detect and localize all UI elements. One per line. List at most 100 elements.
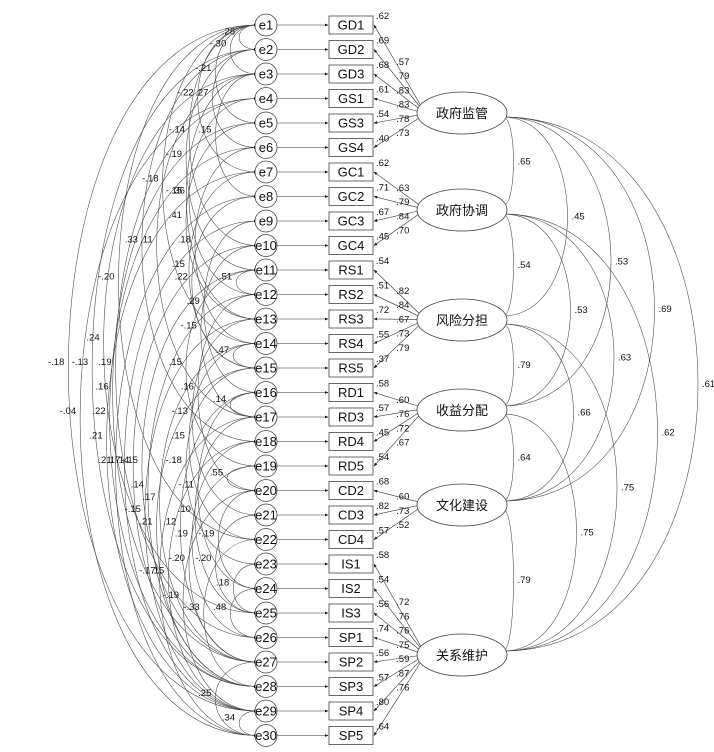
error-covariance-label: .15 [151, 565, 164, 576]
error-covariance-arc [79, 97, 258, 737]
loading-label: .67 [396, 314, 409, 325]
error-label: e11 [256, 263, 277, 278]
error-covariance-arc [141, 48, 258, 443]
indicator-box [328, 162, 374, 182]
error-covariance-arc [197, 23, 258, 174]
loading-label: .79 [396, 343, 409, 354]
indicator-label: CD2 [338, 483, 364, 498]
latent-correlation-label: .75 [621, 483, 634, 494]
latent-correlation-arc [502, 507, 514, 653]
error-covariance-arc [236, 268, 258, 296]
loading-label: .84 [396, 300, 409, 311]
error-label: e21 [255, 508, 277, 523]
loading-label: .45 [376, 428, 389, 439]
indicator-box [328, 505, 374, 525]
indicator-box [328, 407, 374, 427]
error-covariance-arc [215, 23, 258, 125]
loading-label: .72 [376, 305, 389, 316]
loading-label: .59 [396, 654, 409, 665]
error-covariance-label: -.20 [98, 271, 114, 282]
error-covariance-label: .19 [175, 529, 188, 540]
latent-correlation-label: .79 [518, 360, 531, 371]
latent-correlation-label: .62 [662, 428, 675, 439]
loading-label: .82 [396, 286, 409, 297]
loading-path [373, 73, 424, 113]
error-node [254, 307, 278, 331]
error-covariance-label: .15 [169, 357, 182, 368]
loading-label: .51 [376, 281, 389, 292]
loading-label: .76 [396, 682, 409, 693]
indicator-label: IS1 [341, 557, 361, 572]
error-label: e28 [255, 679, 277, 694]
indicator-label: RS3 [338, 312, 363, 327]
loading-label: .80 [376, 697, 389, 708]
latent-correlation-label: .45 [572, 212, 585, 223]
loading-label: .75 [396, 640, 409, 651]
latent-ellipse [416, 483, 508, 527]
indicator-box [328, 64, 374, 84]
error-node [254, 258, 278, 282]
indicator-label: SP1 [339, 630, 364, 645]
error-covariance-label: -.15 [180, 320, 196, 331]
loading-label: .78 [396, 114, 409, 125]
error-label: e6 [259, 140, 273, 155]
error-covariance-arc [229, 391, 258, 419]
error-node [254, 430, 278, 453]
error-label: e18 [255, 434, 277, 449]
latent-ellipse [416, 633, 508, 677]
loading-label: .62 [376, 158, 389, 169]
error-covariance-arc [185, 48, 258, 272]
loading-path [373, 321, 424, 369]
loading-label: .87 [396, 668, 409, 679]
latent-correlation-label: .54 [518, 260, 531, 271]
latent-correlation-arc [502, 322, 514, 408]
latent-correlation-label: .75 [581, 528, 594, 539]
indicator-box [328, 358, 374, 378]
error-covariance-label: -.04 [60, 406, 76, 417]
indicator-label: IS2 [341, 581, 361, 596]
indicator-label: GC2 [338, 189, 365, 204]
error-node [254, 38, 278, 61]
loading-label: .58 [376, 550, 389, 561]
indicator-box [328, 554, 374, 574]
latent-label: 政府协调 [436, 203, 488, 218]
indicator-label: GS4 [338, 140, 364, 155]
indicator-label: SP5 [339, 728, 364, 743]
indicator-label: RS5 [338, 361, 363, 376]
loading-path [373, 655, 424, 687]
latent-label: 政府监管 [436, 106, 488, 121]
error-label: e12 [255, 287, 277, 302]
error-covariance-arc [159, 342, 258, 664]
error-covariance-label: .55 [210, 467, 223, 478]
error-covariance-label: -.20 [169, 553, 185, 564]
error-covariance-label: .14 [116, 455, 129, 466]
error-covariance-arc [203, 219, 258, 394]
error-covariance-arc [233, 562, 258, 615]
error-covariance-label: -.18 [166, 455, 182, 466]
loading-label: .84 [396, 211, 409, 222]
indicator-box [328, 260, 374, 280]
error-covariance-arc [141, 268, 258, 664]
indicator-box [328, 481, 374, 500]
error-covariance-arc [218, 489, 258, 590]
indicator-box [328, 40, 374, 59]
latent-correlation-arc [502, 212, 514, 318]
indicator-box [328, 603, 374, 623]
loading-label: .76 [396, 626, 409, 637]
error-covariance-label: -.17 [139, 565, 155, 576]
error-covariance-arc [147, 293, 258, 688]
error-covariance-label: .25 [198, 688, 211, 699]
loading-path [373, 113, 424, 124]
error-covariance-label: -.30 [210, 39, 226, 50]
error-covariance-arc [212, 48, 258, 149]
indicator-label: GS3 [338, 116, 364, 131]
error-covariance-label: .51 [219, 271, 232, 282]
error-node [254, 650, 278, 674]
indicator-box [328, 456, 374, 476]
loading-label: .62 [376, 11, 389, 22]
error-covariance-label: -.21 [195, 63, 211, 74]
error-label: e25 [255, 606, 277, 621]
indicator-label: GC3 [338, 214, 365, 229]
error-label: e7 [259, 165, 273, 180]
